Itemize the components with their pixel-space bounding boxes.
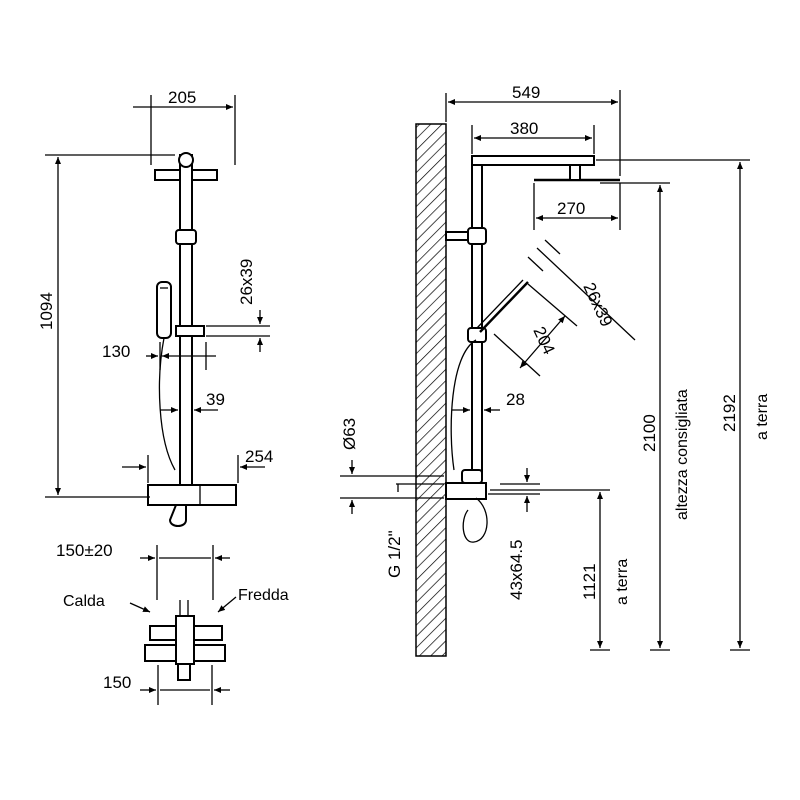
bracket-clamp	[467, 227, 487, 245]
side-mixer	[445, 482, 487, 500]
front-view: 205 1094 26x39 130 39 254	[37, 88, 273, 527]
head-connector	[569, 164, 581, 181]
dim-mixer-height: 1121	[580, 563, 599, 600]
dim-head-diameter: 380	[510, 119, 538, 138]
hand-shower	[156, 281, 172, 339]
side-spout	[462, 497, 488, 543]
pipe-clamp	[175, 229, 197, 245]
side-riser	[471, 159, 483, 479]
mixer	[147, 484, 237, 506]
dim-spacing-tolerance: 150±20	[56, 541, 113, 560]
dim-front-slider: 26x39	[237, 259, 256, 305]
wall	[415, 123, 447, 657]
mixer-spout-top	[177, 663, 191, 681]
slider	[175, 325, 205, 337]
elbow-joint	[178, 152, 194, 168]
note-recommended-height: altezza consigliata	[674, 389, 691, 520]
note-mixer-height: a terra	[614, 559, 631, 605]
dim-inlet-size: 43x64.5	[507, 540, 526, 601]
side-hose	[450, 339, 477, 471]
label-hot: Calda	[63, 593, 105, 610]
dim-side-slider: 26x39	[579, 280, 616, 330]
top-view: 150±20 Calda Fredda 150	[56, 541, 289, 705]
spout	[168, 504, 187, 527]
side-view: 549 380 270 26x39 204 28 Ø63 G	[340, 83, 771, 657]
riser-pipe	[179, 154, 193, 486]
dim-mixer-width: 254	[245, 447, 273, 466]
dim-arm-reach: 549	[512, 83, 540, 102]
dim-thread: G 1/2"	[385, 530, 404, 578]
dim-total-height: 1094	[37, 292, 56, 330]
dim-handshower-offset: 130	[102, 342, 130, 361]
dim-spacing: 150	[103, 673, 131, 692]
dim-head-offset: 270	[557, 199, 585, 218]
dim-side-bar-gap: 28	[506, 390, 525, 409]
shower-arm	[471, 155, 595, 166]
dim-total-height-side: 2192	[720, 394, 739, 432]
dim-inlet-diameter: Ø63	[340, 418, 359, 450]
hose	[158, 337, 176, 471]
dim-recommended-height: 2100	[640, 414, 659, 452]
note-total-height-side: a terra	[754, 394, 771, 440]
mixer-center	[175, 615, 195, 665]
dim-top-width: 205	[168, 88, 196, 107]
mixer-knob	[461, 469, 483, 484]
label-cold: Fredda	[238, 587, 289, 604]
dim-front-bar-gap: 39	[206, 390, 225, 409]
handshower-handle	[479, 281, 529, 333]
